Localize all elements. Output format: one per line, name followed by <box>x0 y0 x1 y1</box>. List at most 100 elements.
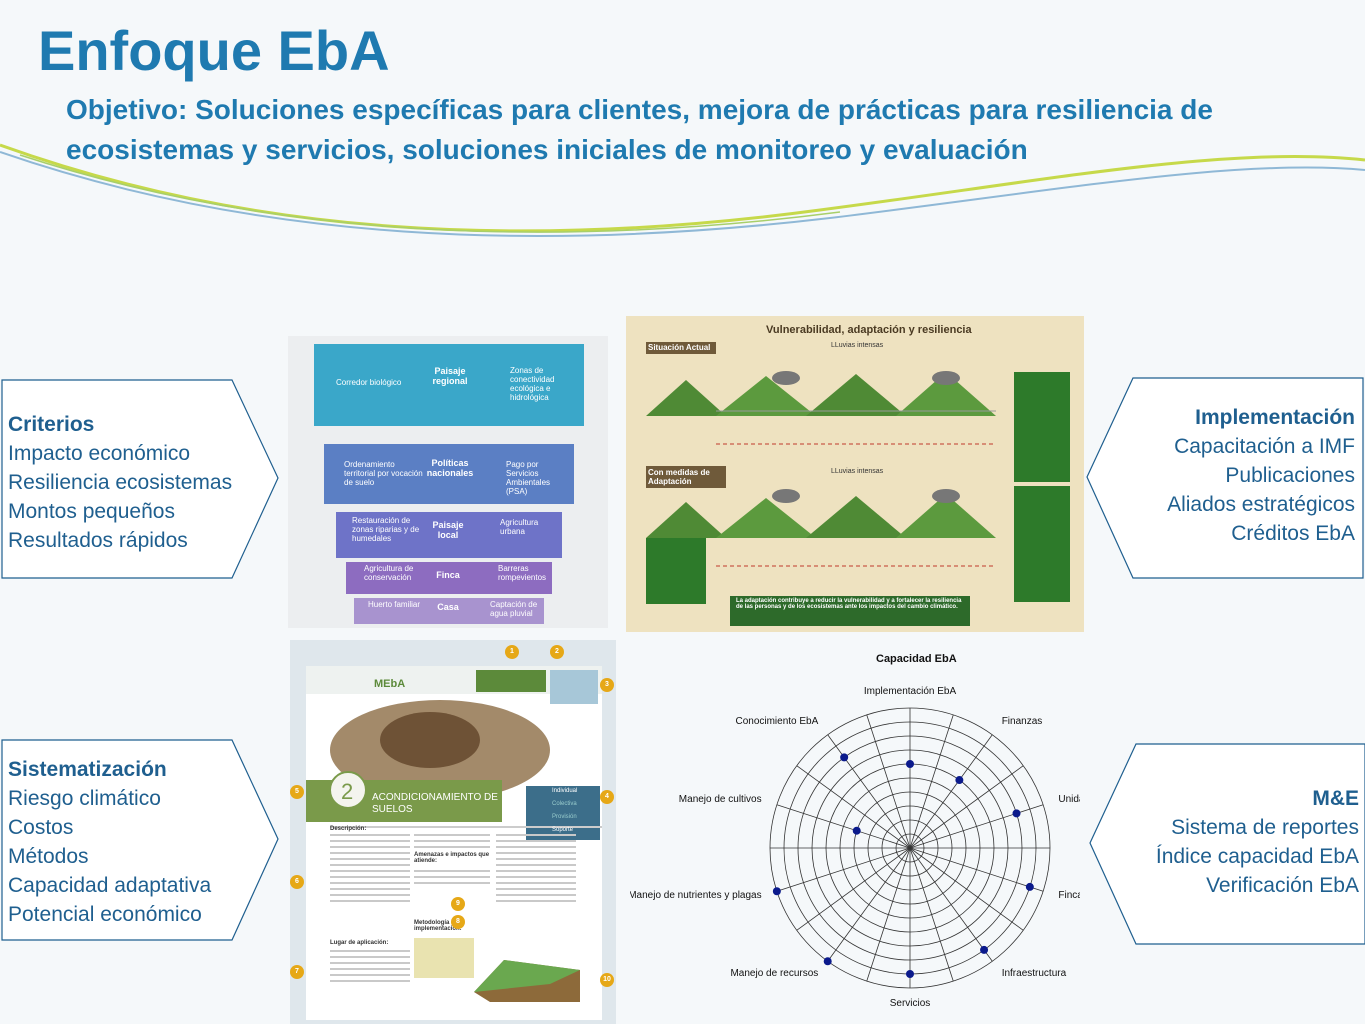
radar-axis-label: Finca <box>1058 890 1080 902</box>
radar-spoke <box>866 847 911 982</box>
radar-chart: Capacidad EbA Implementación EbA Finanzas… <box>630 640 1080 1024</box>
radar-point <box>840 753 849 762</box>
implementacion-item: Aliados estratégicos <box>1167 493 1355 516</box>
mye-box: M&E Sistema de reportes Índice capacidad… <box>1088 742 1365 946</box>
poster-panel-label: Con medidas de Adaptación <box>648 468 710 486</box>
funnel-shape <box>288 336 608 628</box>
document-brand: MEbA <box>374 678 406 690</box>
mye-arrow-shape <box>1089 743 1365 945</box>
radar-axis-label: Finanzas <box>1001 715 1043 727</box>
document-callout-badge: 1 <box>505 645 519 659</box>
funnel-right-note: Barreras rompevientos <box>498 564 547 582</box>
poster-rain-label: LLuvias intensas <box>831 468 884 475</box>
document-page-image: MEbA 2 ACONDICIONAMIENTO DE SUELOS Indiv… <box>290 640 616 1024</box>
document-section-heading: Descripción: <box>330 826 367 832</box>
poster-rain-label: LLuvias intensas <box>831 342 884 349</box>
implementacion-box: Implementación Capacitación a IMF Public… <box>1085 376 1365 580</box>
radar-point <box>980 945 989 954</box>
criterios-item: Resiliencia ecosistemas <box>8 471 233 494</box>
document-callout-badge: 4 <box>600 790 614 804</box>
radar-spoke <box>909 734 993 849</box>
mye-item: Sistema de reportes <box>1171 816 1359 839</box>
radar-spoke <box>796 847 911 931</box>
sistematizacion-item: Métodos <box>8 845 89 868</box>
funnel-right-note: Agricultura urbana <box>500 518 539 536</box>
funnel-level: Finca <box>436 570 460 580</box>
poster-panel-label: Situación Actual <box>648 343 711 352</box>
document-side-tab: Provisión <box>552 814 577 820</box>
sistematizacion-item: Potencial económico <box>8 903 202 926</box>
funnel-left-note: Huerto familiar <box>368 600 421 609</box>
funnel-level: Políticas nacionales <box>426 458 474 478</box>
radar-point <box>906 970 914 978</box>
funnel-level: Paisaje local <box>432 520 464 540</box>
poster-title: Vulnerabilidad, adaptación y resiliencia <box>766 324 972 336</box>
document-section-heading: Lugar de aplicación: <box>330 940 389 946</box>
radar-spoke <box>827 847 911 962</box>
criterios-item: Impacto económico <box>8 442 191 465</box>
radar-point <box>1025 882 1034 891</box>
funnel-left-note: Corredor biológico <box>336 378 402 387</box>
sistematizacion-item: Riesgo climático <box>8 787 161 810</box>
implementacion-arrow-shape <box>1086 377 1364 579</box>
radar-spoke <box>776 804 911 849</box>
radar-axis-label: Implementación EbA <box>863 686 957 697</box>
radar-point <box>823 957 832 966</box>
document-callout-badge: 2 <box>550 645 564 659</box>
document-side-tab: Colectiva <box>552 801 577 807</box>
implementacion-item: Capacitación a IMF <box>1174 435 1355 458</box>
document-section-heading: Amenazas e impactos que atiende: <box>414 852 490 864</box>
sistematizacion-heading: Sistematización <box>8 758 167 781</box>
radar-point <box>852 826 861 835</box>
radar-spoke <box>909 847 954 982</box>
funnel-right-note: Pago por Servicios Ambientales (PSA) <box>506 460 551 496</box>
radar-spoke <box>909 804 1044 849</box>
sistematizacion-item: Capacidad adaptativa <box>8 874 212 897</box>
mye-item: Verificación EbA <box>1206 874 1359 897</box>
radar-axis-label: Manejo de recursos <box>730 968 819 980</box>
criterios-box: Criterios Impacto económico Resiliencia … <box>0 378 282 580</box>
radar-point <box>955 776 964 785</box>
radar-point <box>1012 809 1021 818</box>
document-callout-badge: 3 <box>600 678 614 692</box>
poster-shapes <box>626 316 1084 632</box>
radar-title: Capacidad EbA <box>876 653 957 665</box>
radar-spoke <box>909 847 1044 892</box>
document-section-heading: Metodología de implementación: <box>414 920 462 932</box>
radar-axis-label: Servicios <box>889 998 931 1009</box>
funnel-left-note: Agricultura de conservación <box>364 564 414 582</box>
radar-axis-label: Manejo de nutrientes y plagas <box>630 890 762 902</box>
funnel-level: Casa <box>437 602 459 612</box>
document-side-tab: Individual <box>552 788 578 794</box>
funnel-diagram-image: Paisaje regional Políticas nacionales Pa… <box>288 336 608 628</box>
radar-spoke <box>776 847 911 892</box>
criterios-item: Montos pequeños <box>8 500 175 523</box>
document-callout-badge: 5 <box>290 785 304 799</box>
radar-axis-label: Conocimiento EbA <box>735 715 819 727</box>
radar-axis-label: Manejo de cultivos <box>678 793 762 805</box>
radar-spoke <box>909 847 993 962</box>
document-shapes <box>306 666 602 1020</box>
radar-plot <box>769 707 1051 989</box>
mye-heading: M&E <box>1312 787 1359 810</box>
funnel-left-note: Restauración de zonas riparias y de hume… <box>352 516 420 543</box>
implementacion-item: Publicaciones <box>1225 464 1355 487</box>
document-callout-badge: 6 <box>290 875 304 889</box>
radar-spoke <box>827 734 911 849</box>
implementacion-heading: Implementación <box>1195 406 1355 429</box>
sistematizacion-item: Costos <box>8 816 74 839</box>
sistematizacion-arrow-shape <box>1 739 279 941</box>
sistematizacion-box: Sistematización Riesgo climático Costos … <box>0 738 282 942</box>
document-side-tab: Soporte <box>552 827 574 833</box>
page-subtitle: Objetivo: Soluciones específicas para cl… <box>66 94 1213 165</box>
decorative-swoosh <box>0 143 1365 237</box>
radar-axis-label: Unidad t <box>1058 793 1080 805</box>
document-heading: ACONDICIONAMIENTO DE SUELOS <box>372 792 498 815</box>
page-title: Enfoque EbA <box>38 19 390 82</box>
criterios-arrow-shape <box>1 379 279 579</box>
radar-spoke <box>909 847 1024 931</box>
document-callout-badge: 8 <box>451 915 465 929</box>
document-number: 2 <box>341 779 354 804</box>
criterios-item: Resultados rápidos <box>8 529 188 552</box>
funnel-right-note: Captación de agua pluvial <box>490 600 538 618</box>
